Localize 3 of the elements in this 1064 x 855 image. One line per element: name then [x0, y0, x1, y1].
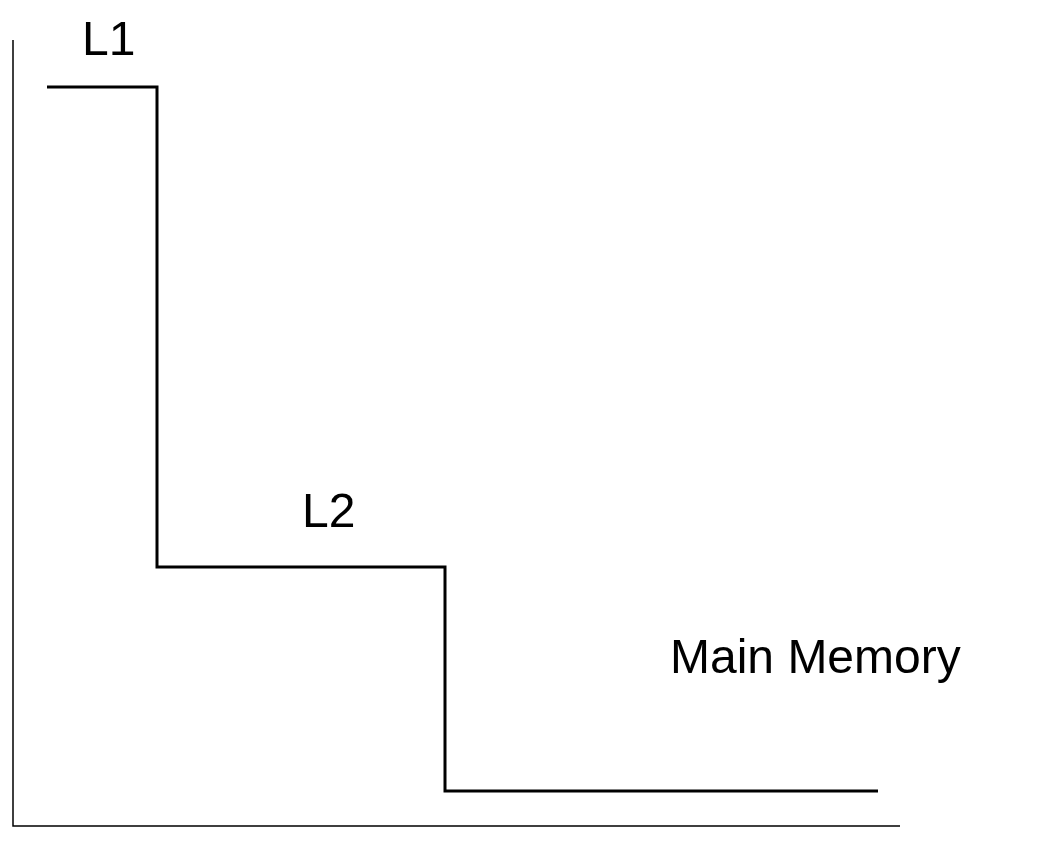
level-label: Main Memory [670, 633, 961, 681]
level-label: L2 [302, 487, 356, 535]
level-label: L1 [82, 15, 136, 63]
